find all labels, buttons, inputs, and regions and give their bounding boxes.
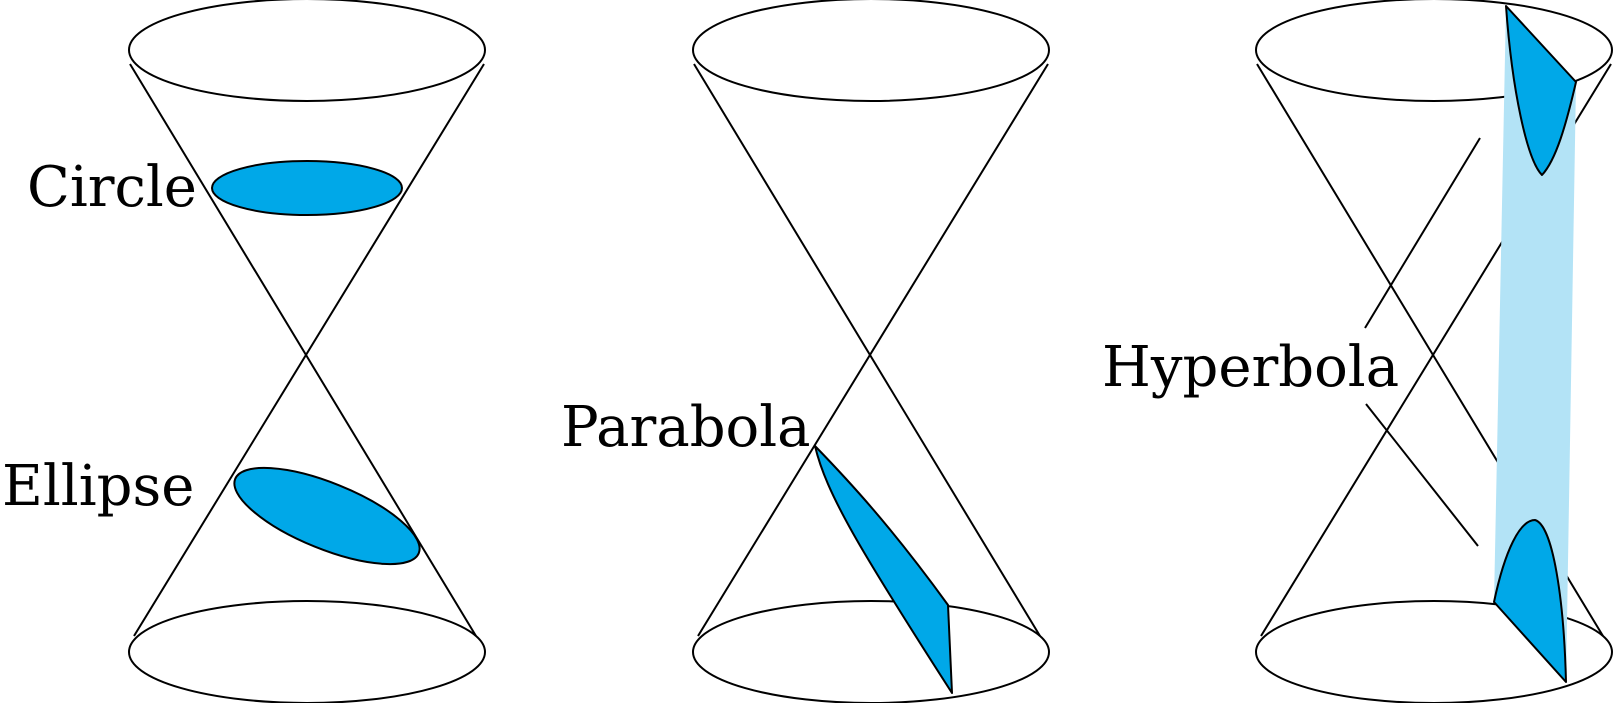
- circle-label: Circle: [27, 155, 197, 220]
- cone-circle-ellipse: [128, 0, 486, 703]
- cone-bottom-rim: [128, 600, 486, 703]
- ellipse-label: Ellipse: [2, 454, 194, 519]
- cone-parabola: [692, 0, 1050, 703]
- hyperbola-leader-lower: [1365, 403, 1479, 547]
- cone-top-rim: [692, 0, 1050, 102]
- cone-top-rim: [128, 0, 486, 102]
- cone-bottom-rim: [692, 600, 1050, 703]
- hyperbola-leader-upper: [1364, 137, 1481, 329]
- cone-generators: [129, 63, 485, 637]
- ellipse-section: [233, 466, 421, 566]
- cutting-plane: [1494, 6, 1576, 682]
- parabola-section: [814, 445, 953, 694]
- hyperbola-label: Hyperbola: [1102, 335, 1399, 400]
- cone-generators: [693, 63, 1049, 637]
- circle-section: [211, 160, 403, 216]
- hyperbola-upper-branch: [1505, 5, 1577, 176]
- cone-hyperbola: [1255, 0, 1613, 703]
- parabola-label: Parabola: [561, 395, 811, 460]
- hyperbola-lower-branch: [1493, 519, 1567, 683]
